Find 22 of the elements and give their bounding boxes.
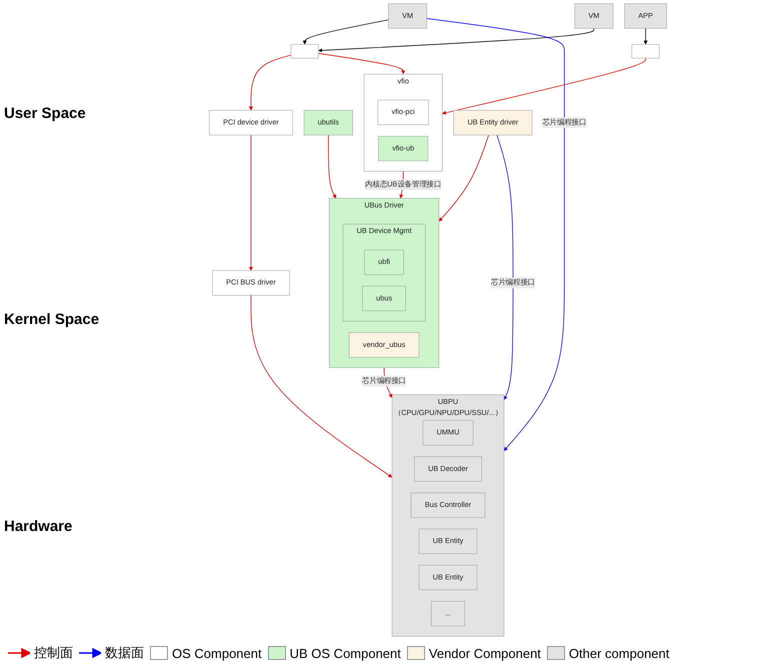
arrow [248, 134, 253, 271]
arrow [248, 54, 292, 110]
legend-label: 数据面 [105, 644, 144, 662]
arrow [496, 134, 514, 400]
legend-label: Vendor Component [428, 646, 541, 660]
legend-label: OS Component [172, 646, 262, 660]
legend-label: Other component [568, 646, 670, 660]
arrow [302, 19, 389, 45]
layer-label: Hardware [4, 518, 74, 536]
arrow [318, 53, 406, 74]
arrow [328, 134, 336, 198]
layer-label: Kernel Space [4, 311, 100, 328]
legend-label: UB OS Component [290, 646, 401, 660]
node-box [290, 44, 319, 58]
arrow [318, 28, 594, 52]
arrow [644, 28, 648, 45]
arrow [426, 18, 565, 451]
node-box [632, 44, 660, 58]
arrow [438, 134, 489, 222]
layer-label: User Space [4, 104, 87, 122]
legend-label: 控制面 [34, 644, 73, 662]
arrow [442, 58, 646, 115]
